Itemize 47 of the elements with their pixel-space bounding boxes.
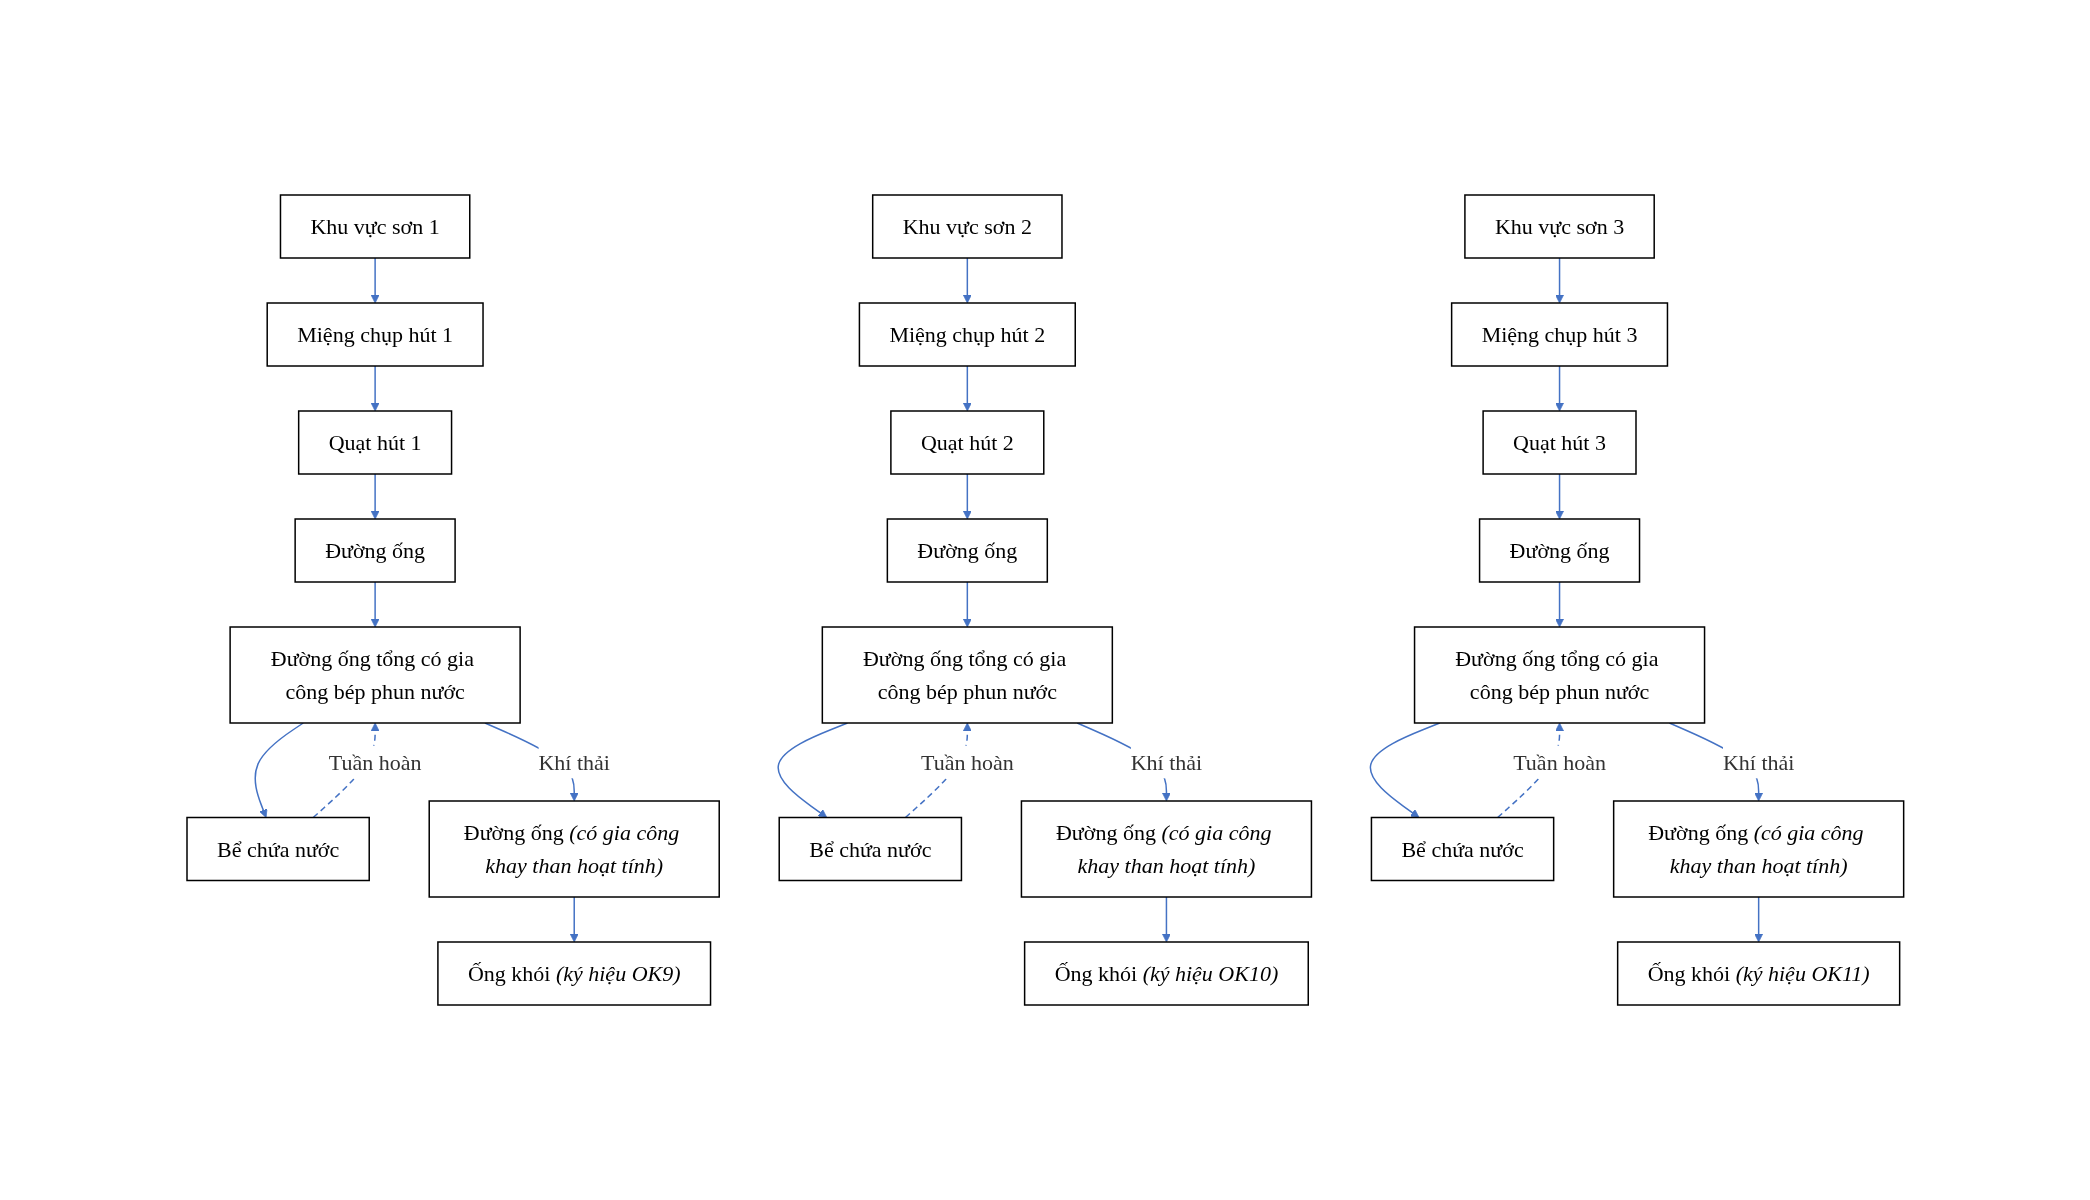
arrow [1554, 473, 1564, 520]
node-box: Đường ống [1478, 518, 1640, 583]
edge-label: Tuần hoàn [920, 749, 1014, 775]
node-box: Ống khói (ký hiệu OK9) [436, 941, 711, 1006]
node-box: Đường ống tổng có gia công bép phun nước [229, 626, 521, 724]
arrow [370, 581, 380, 628]
edge-label: Khí thải [1722, 749, 1795, 775]
node-box: Bể chứa nước [1370, 816, 1555, 882]
edge-label: Khí thải [1130, 749, 1202, 775]
arrow [962, 365, 972, 412]
node-box: Bể chứa nước [778, 816, 962, 882]
arrow [1753, 896, 1763, 943]
node-box: Bể chứa nước [185, 816, 370, 882]
node-box: Đường ống (có gia công khay than hoạt tính) [1020, 800, 1312, 898]
arrow [1554, 365, 1564, 412]
edge-label: Khí thải [538, 749, 610, 775]
node-box: Khu vực sơn 2 [871, 194, 1063, 259]
arrow [254, 722, 304, 818]
node-box: Ống khói (ký hiệu OK11) [1616, 941, 1901, 1006]
node-box: Đường ống (có gia công khay than hoạt tính) [1612, 800, 1905, 898]
arrow [1554, 581, 1564, 628]
arrow [370, 473, 380, 520]
arrow [962, 257, 972, 304]
arrow [370, 257, 380, 304]
arrow [370, 365, 380, 412]
node-box: Quạt hút 1 [297, 410, 452, 475]
node-box: Miệng chụp hút 3 [1450, 302, 1668, 367]
node-box: Khu vực sơn 1 [279, 194, 471, 259]
node-box: Miệng chụp hút 1 [266, 302, 484, 367]
node-box: Đường ống [294, 518, 456, 583]
node-box: Ống khói (ký hiệu OK10) [1023, 941, 1309, 1006]
arrow [962, 473, 972, 520]
node-box: Đường ống tổng có gia công bép phun nước [821, 626, 1113, 724]
node-box: Miệng chụp hút 2 [858, 302, 1076, 367]
arrow [1554, 257, 1564, 304]
node-box: Quạt hút 2 [889, 410, 1045, 475]
arrow [962, 581, 972, 628]
arrow [777, 722, 848, 818]
edge-label: Tuần hoàn [1512, 749, 1606, 775]
arrow [1161, 896, 1171, 943]
node-box: Đường ống tổng có gia công bép phun nước [1413, 626, 1705, 724]
arrow [569, 896, 579, 943]
node-box: Quạt hút 3 [1482, 410, 1637, 475]
node-box: Đường ống [886, 518, 1048, 583]
node-box: Đường ống (có gia công khay than hoạt tính) [428, 800, 720, 898]
edge-label: Tuần hoàn [328, 749, 422, 775]
node-box: Khu vực sơn 3 [1463, 194, 1655, 259]
